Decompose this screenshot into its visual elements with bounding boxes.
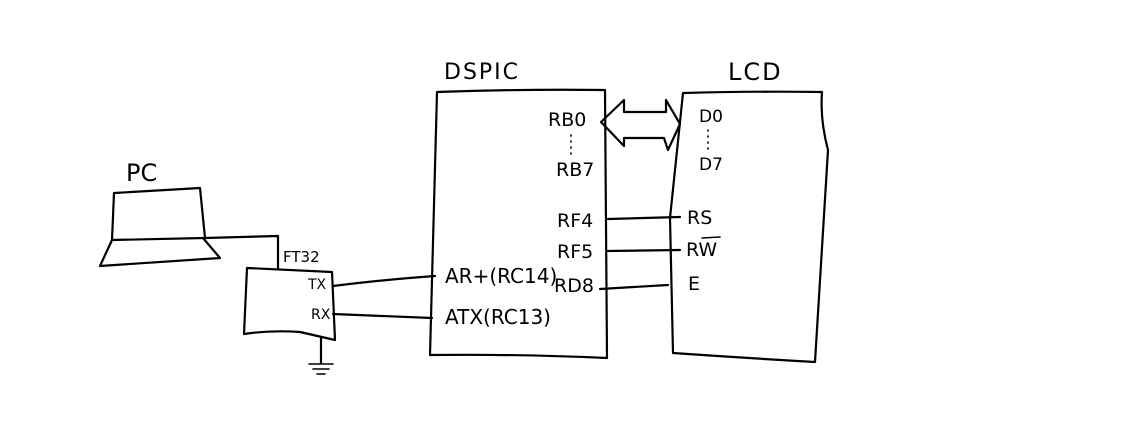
lcd-label: LCD xyxy=(728,58,783,86)
wire-rw xyxy=(606,248,682,253)
lcd-rw-overbar xyxy=(701,236,721,239)
dspic-pin-tx: ATX(RC13) xyxy=(445,305,551,329)
pc-icon xyxy=(98,186,222,268)
wire-tx xyxy=(331,274,437,288)
ft232-label: FT32 xyxy=(283,248,320,266)
lcd-pin-rw: RW xyxy=(686,239,717,261)
data-bus-arrow xyxy=(599,98,682,152)
wire-rx xyxy=(331,312,434,320)
dspic-label: DSPIC xyxy=(444,60,520,85)
dspic-pin-rb7: RB7 xyxy=(556,159,594,181)
dspic-pin-rb0: RB0 xyxy=(548,109,586,131)
wire-rs xyxy=(606,215,682,221)
ground-symbol xyxy=(308,336,334,375)
dspic-pin-rf4: RF4 xyxy=(557,210,593,232)
lcd-pin-e: E xyxy=(688,273,700,295)
pc-label: PC xyxy=(126,159,157,187)
dspic-pin-rf5: RF5 xyxy=(557,241,593,263)
ft232-rx-pin: RX xyxy=(311,307,331,323)
ft232-tx-pin: TX xyxy=(307,277,327,293)
pc-usb-cable xyxy=(203,234,280,270)
dspic-block xyxy=(428,88,609,360)
lcd-pin-rs: RS xyxy=(687,207,712,229)
ft232-block xyxy=(242,266,337,342)
dspic-pin-rd8: RD8 xyxy=(554,275,594,297)
lcd-pin-d0: D0 xyxy=(699,107,723,127)
dspic-pin-rx: AR+(RC14) xyxy=(445,264,557,288)
lcd-pin-d7: D7 xyxy=(699,155,723,175)
wire-e xyxy=(598,283,670,291)
lcd-block xyxy=(668,90,830,364)
